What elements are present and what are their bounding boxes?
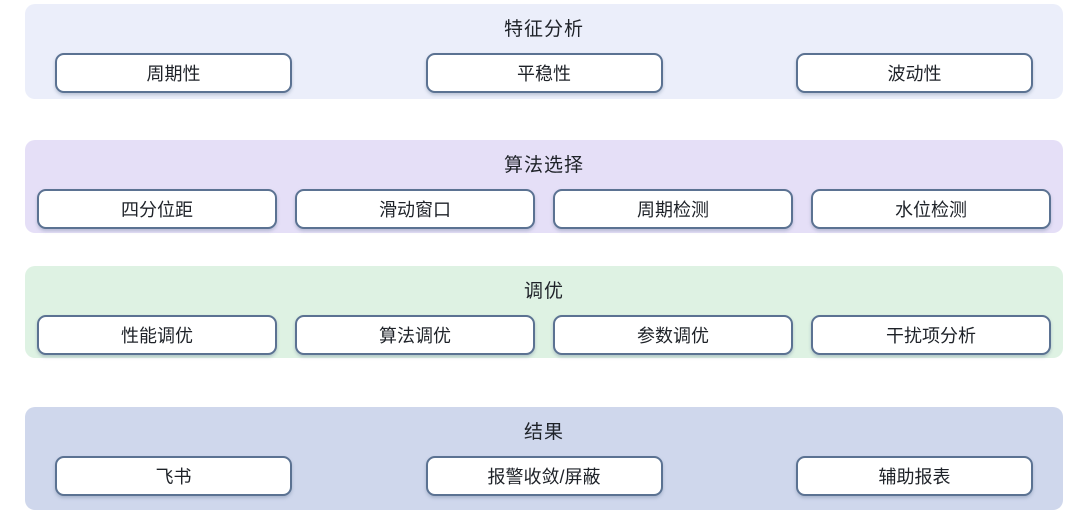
node-performance-tuning: 性能调优 — [37, 315, 277, 355]
section-result: 结果 飞书 报警收敛/屏蔽 辅助报表 — [25, 407, 1063, 510]
node-period-detection: 周期检测 — [553, 189, 793, 229]
node-interquartile-range: 四分位距 — [37, 189, 277, 229]
section-feature-analysis: 特征分析 周期性 平稳性 波动性 — [25, 4, 1063, 99]
section-row-algorithm-selection: 四分位距 滑动窗口 周期检测 水位检测 — [25, 189, 1063, 229]
node-stationarity: 平稳性 — [425, 53, 663, 93]
node-feishu: 飞书 — [55, 456, 292, 496]
section-row-tuning: 性能调优 算法调优 参数调优 干扰项分析 — [25, 315, 1063, 355]
node-alarm-convergence-shielding: 报警收敛/屏蔽 — [425, 456, 663, 496]
section-row-result: 飞书 报警收敛/屏蔽 辅助报表 — [25, 456, 1063, 496]
node-auxiliary-report: 辅助报表 — [796, 456, 1033, 496]
section-algorithm-selection: 算法选择 四分位距 滑动窗口 周期检测 水位检测 — [25, 140, 1063, 233]
node-water-level-detection: 水位检测 — [811, 189, 1051, 229]
section-title-tuning: 调优 — [523, 281, 564, 302]
section-tuning: 调优 性能调优 算法调优 参数调优 干扰项分析 — [25, 266, 1063, 358]
section-title-result: 结果 — [523, 422, 564, 443]
section-title-feature-analysis: 特征分析 — [503, 19, 584, 40]
node-volatility: 波动性 — [796, 53, 1033, 93]
section-title-algorithm-selection: 算法选择 — [503, 155, 584, 176]
node-sliding-window: 滑动窗口 — [295, 189, 535, 229]
node-algorithm-tuning: 算法调优 — [295, 315, 535, 355]
section-row-feature-analysis: 周期性 平稳性 波动性 — [25, 53, 1063, 93]
node-parameter-tuning: 参数调优 — [553, 315, 793, 355]
node-periodicity: 周期性 — [55, 53, 292, 93]
node-interference-analysis: 干扰项分析 — [811, 315, 1051, 355]
